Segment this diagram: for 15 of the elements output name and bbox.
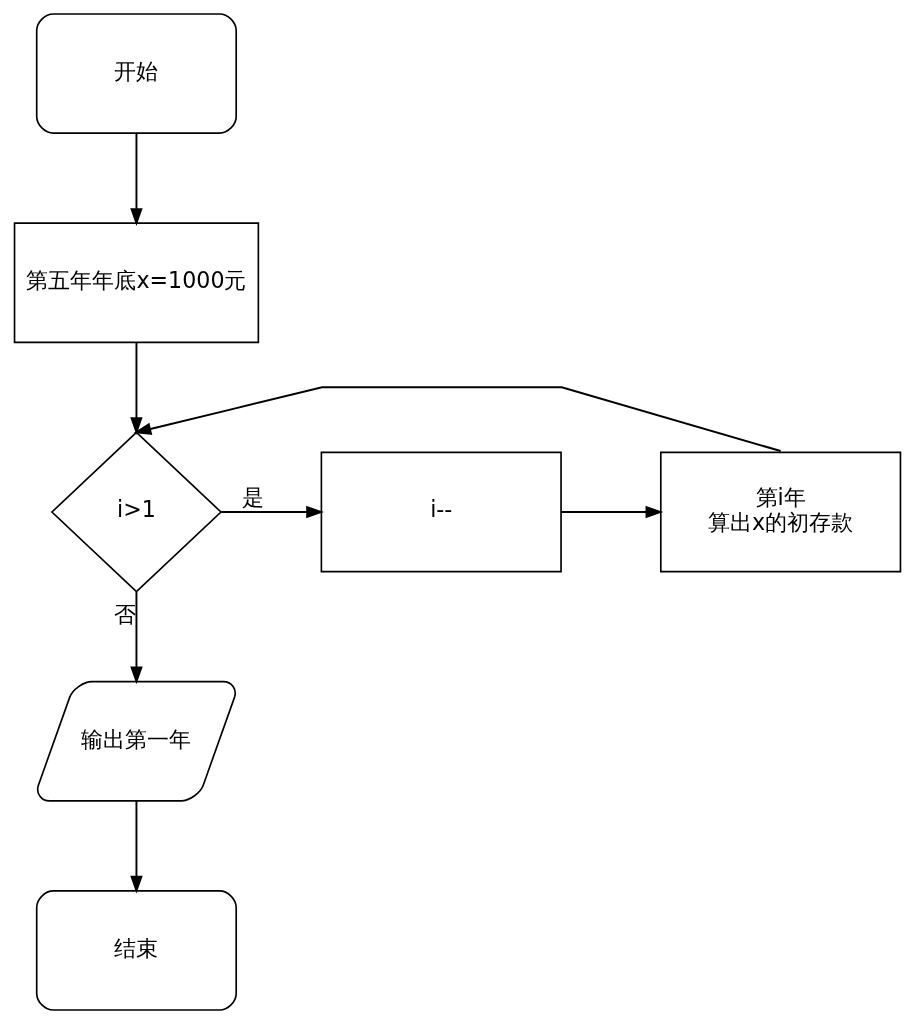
arrow (129, 341, 143, 435)
edge-label: 否 (113, 601, 136, 628)
edge-label: 是 (241, 483, 264, 510)
node-box: 第五年年底x=1000元 (13, 222, 259, 344)
arrow (129, 591, 143, 685)
node-box: 第i年 算出x的初存款 (659, 451, 901, 573)
arrow (133, 386, 782, 453)
node-box: 开始 (35, 13, 237, 134)
arrow (559, 505, 663, 519)
arrow (129, 132, 143, 226)
node-diamond: i>1 (50, 431, 222, 593)
arrow (129, 800, 143, 894)
node-box: i-- (320, 451, 562, 573)
arrow (219, 505, 324, 519)
node-box: 结束 (35, 890, 237, 1011)
